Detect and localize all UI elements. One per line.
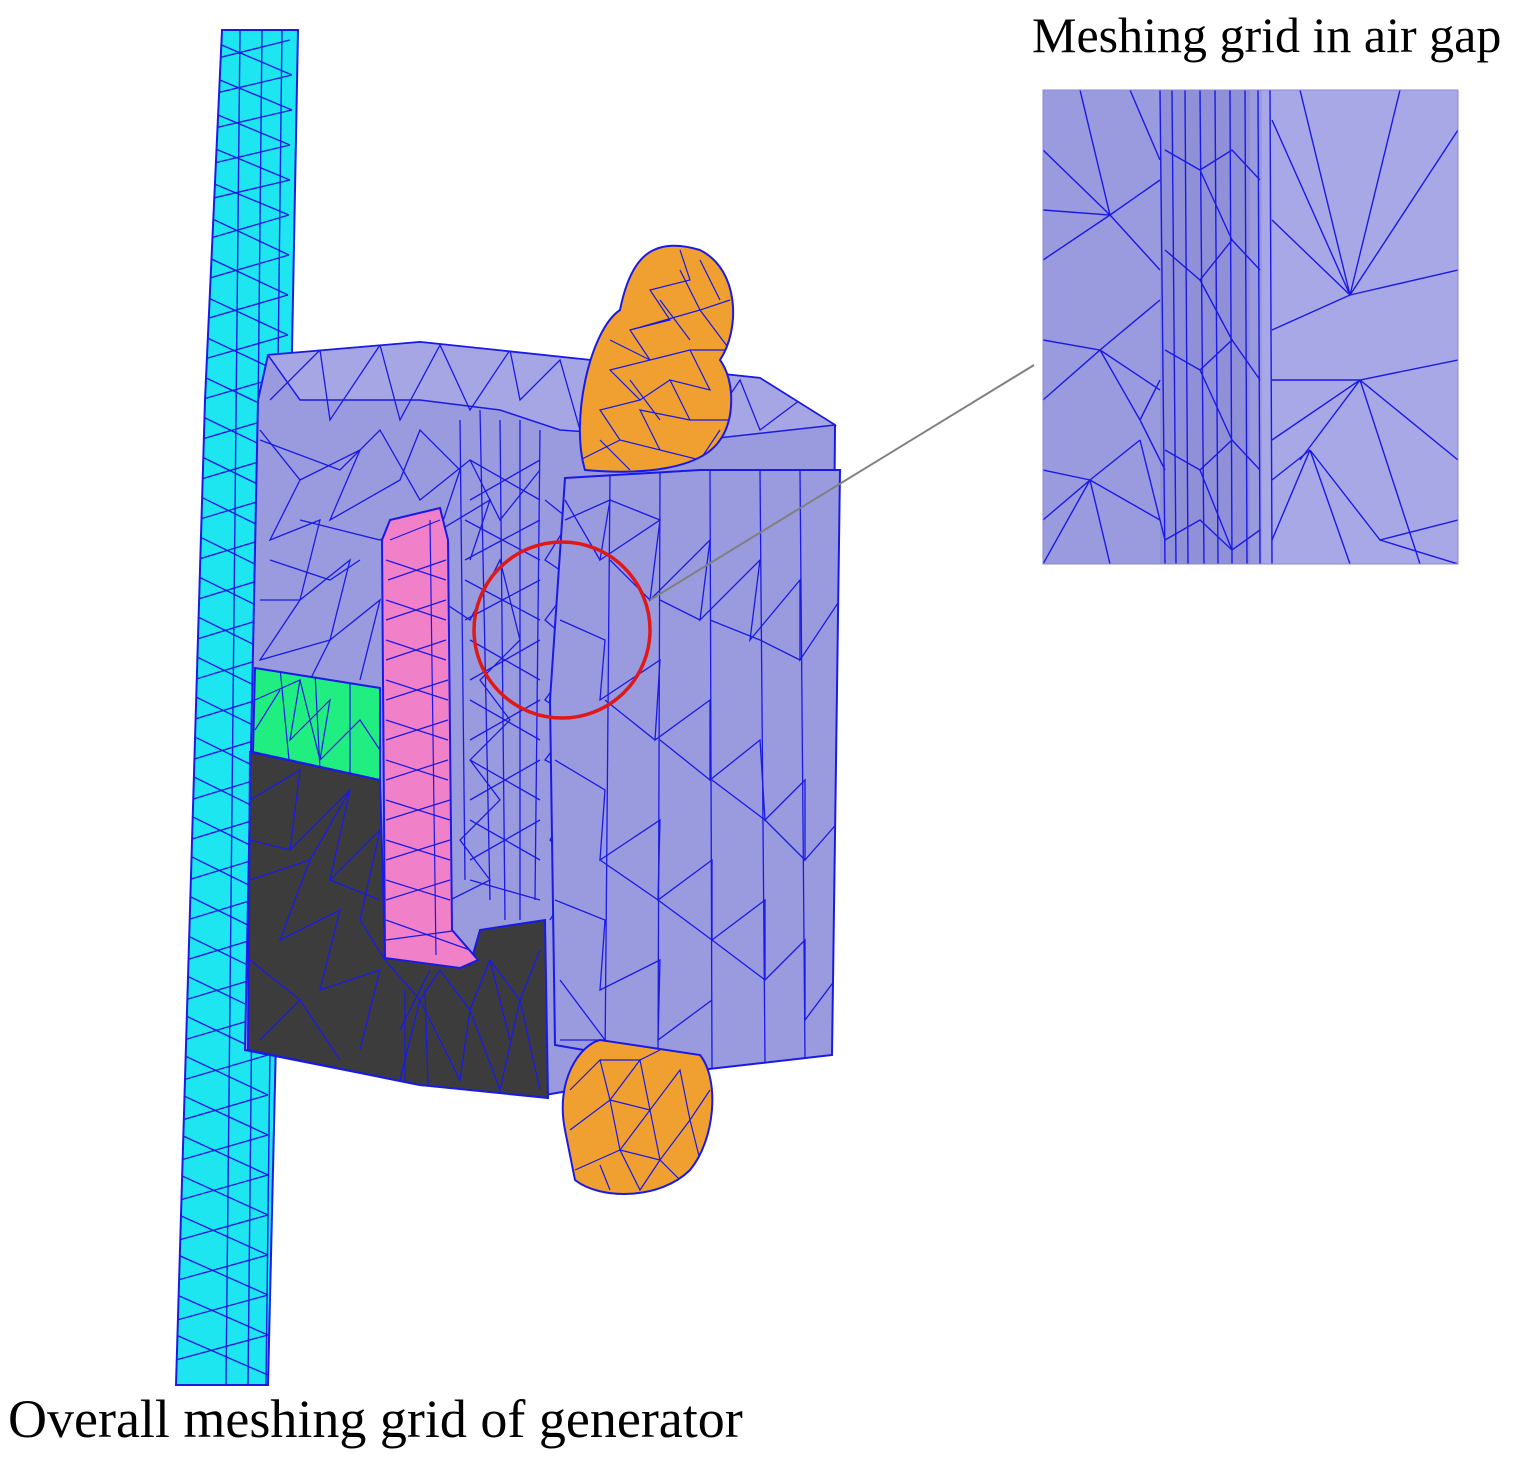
dark-rotor-base <box>246 750 550 1100</box>
green-block <box>251 666 381 782</box>
pink-magnet <box>380 506 480 970</box>
overall-mesh-caption: Overall meshing grid of generator <box>8 1389 743 1449</box>
cylindrical-pole <box>548 469 842 1072</box>
lower-end-winding <box>561 1038 714 1195</box>
detail-leader-line <box>649 364 1035 601</box>
air-gap-detail-caption: Meshing grid in air gap <box>1032 7 1502 63</box>
air-gap-highlight-circle <box>472 540 652 720</box>
air-gap-detail-inset <box>1042 89 1459 565</box>
upper-end-winding <box>578 244 735 473</box>
